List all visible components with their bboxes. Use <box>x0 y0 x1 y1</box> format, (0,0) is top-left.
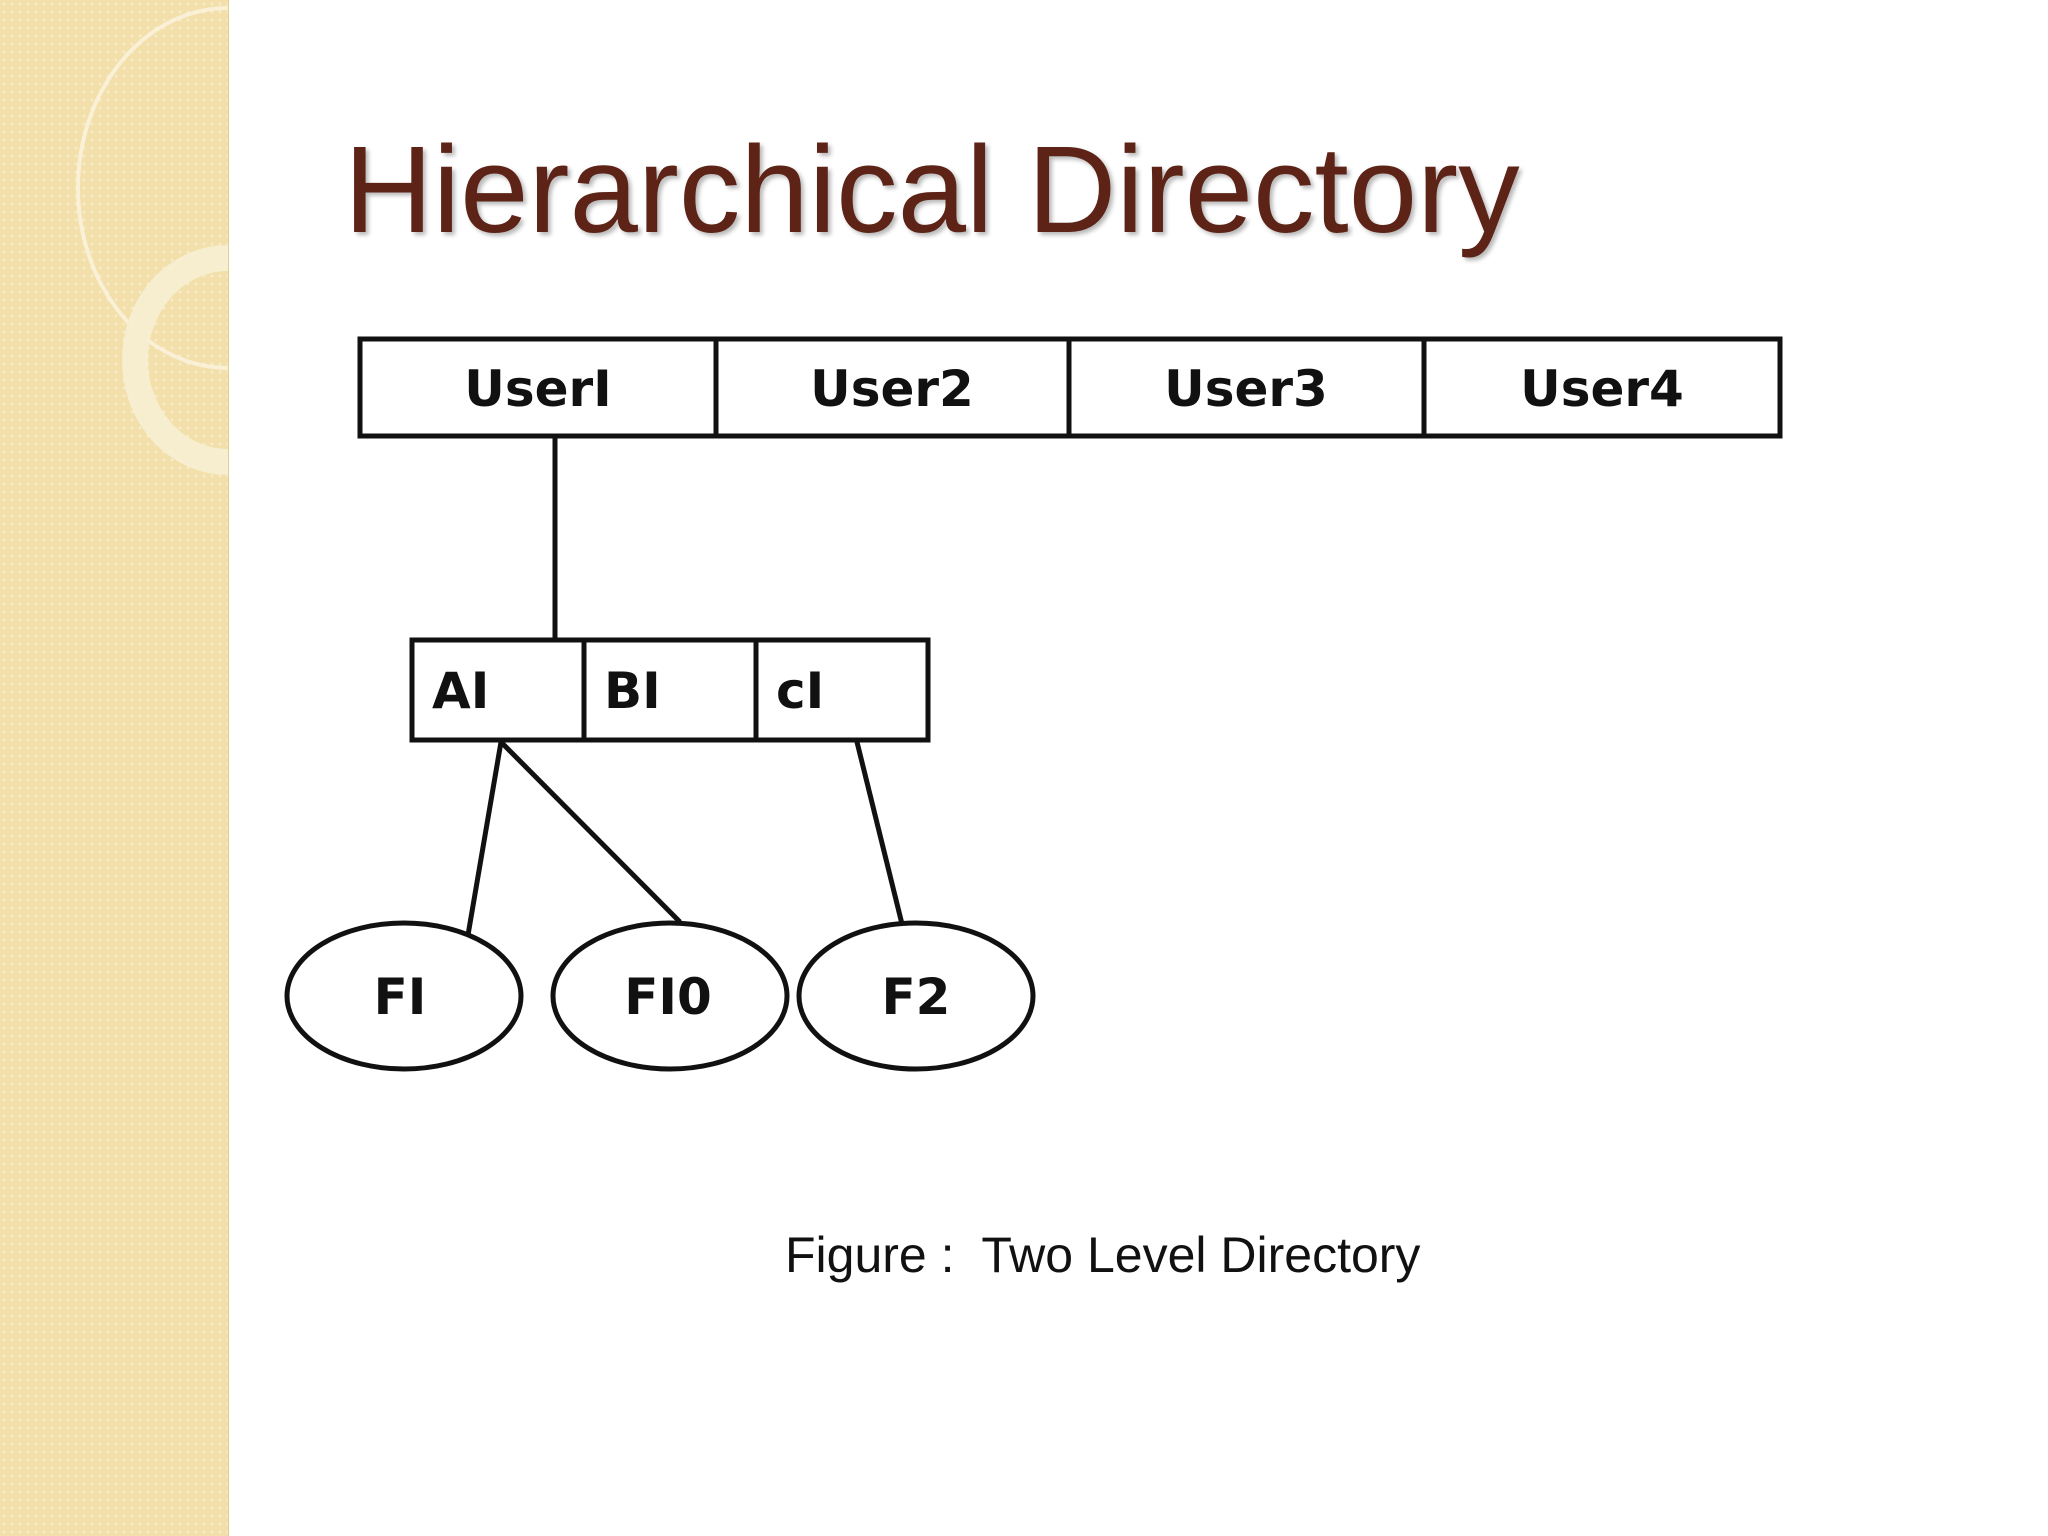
user-label-1: UserI <box>464 360 612 418</box>
user-label-4: User4 <box>1520 360 1684 418</box>
slide-title: Hierarchical Directory <box>344 122 1520 259</box>
decorative-circles <box>76 6 228 475</box>
edge-a1-to-f1 <box>465 741 504 936</box>
file-label-f1: FI <box>374 968 427 1026</box>
user-label-3: User3 <box>1164 360 1328 418</box>
edge-a1-to-f10 <box>499 740 682 924</box>
subdir-label-b1: BI <box>604 662 661 720</box>
file-node-f10 <box>550 920 790 1072</box>
file-label-f10: FI0 <box>624 968 712 1026</box>
file-label-f2: F2 <box>882 968 951 1026</box>
edge-c1-to-f2 <box>854 741 905 925</box>
file-node-f1 <box>284 920 524 1072</box>
subdir-label-a1: AI <box>432 662 489 720</box>
decorative-arc-large <box>76 6 228 370</box>
subdir-label-c1: cI <box>776 662 824 720</box>
user-label-2: User2 <box>810 360 974 418</box>
subdir-box-c1 <box>753 637 931 743</box>
decorative-ring-small <box>122 245 228 475</box>
sidebar-decoration <box>0 0 229 1536</box>
figure-caption: Figure : Two Level Directory <box>785 1227 1421 1283</box>
file-node-f2 <box>796 920 1036 1072</box>
user-box-4 <box>1421 336 1783 439</box>
